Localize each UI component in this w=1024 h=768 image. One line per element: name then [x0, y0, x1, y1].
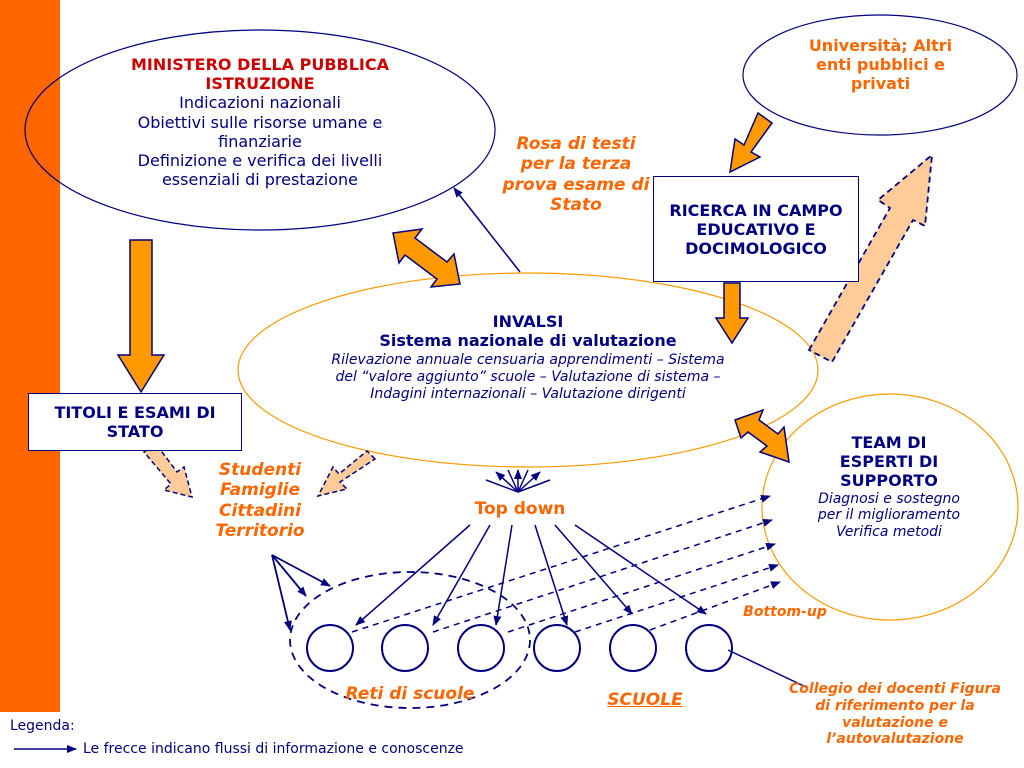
- dashed-arrow-to-universita: [807, 152, 934, 364]
- school-circle: [457, 624, 505, 672]
- arrow-ricerca-invalsi: [714, 282, 750, 345]
- double-arrow-ministero-invalsi: [392, 228, 461, 288]
- universita-text: Università; Altri enti pubblici e privat…: [808, 36, 953, 94]
- bottom-up-label: Bottom-up: [743, 604, 827, 620]
- team-description: Diagnosi e sostegno per il miglioramento…: [817, 490, 961, 541]
- top-down-fan: [485, 469, 551, 493]
- team-ellipse: [761, 393, 1019, 621]
- legend-text: Le frecce indicano flussi di informazion…: [83, 741, 464, 757]
- invalsi-subtitle: Sistema nazionale di valutazione: [379, 331, 677, 351]
- double-arrow-invalsi-team: [734, 408, 790, 464]
- team-text: TEAM DI ESPERTI DI SUPPORTO Diagnosi e s…: [812, 433, 966, 541]
- reti-label: Reti di scuole: [345, 684, 475, 704]
- scuole-label: SCUOLE: [607, 690, 683, 710]
- studenti-text: Studenti Famiglie Cittadini Territorio: [215, 460, 305, 542]
- dashed-arrow-titoli-studenti: [142, 442, 194, 499]
- school-circle: [685, 624, 733, 672]
- ministero-ellipse: [24, 29, 496, 231]
- ministero-line2: Obiettivi sulle risorse umane e finanzia…: [137, 112, 383, 151]
- invalsi-description: Rilevazione annuale censuaria apprendime…: [331, 352, 725, 402]
- ricerca-text: RICERCA IN CAMPO EDUCATIVO E DOCIMOLOGIC…: [669, 200, 843, 258]
- top-down-label: Top down: [474, 499, 566, 519]
- titoli-box: TITOLI E ESAMI DI STATO: [28, 393, 242, 451]
- collegio-text: Collegio dei docenti Figura di riferimen…: [789, 681, 1001, 748]
- school-circle: [306, 624, 354, 672]
- dashed-arrow-invalsi-studenti: [316, 449, 377, 498]
- school-circle: [533, 624, 581, 672]
- invalsi-text: INVALSI Sistema nazionale di valutazione…: [330, 312, 726, 403]
- invalsi-title: INVALSI: [492, 312, 564, 331]
- ministero-text: MINISTERO DELLA PUBBLICA ISTRUZIONE Indi…: [100, 55, 420, 189]
- left-accent-bar: [0, 0, 60, 712]
- school-circle: [381, 624, 429, 672]
- team-title: TEAM DI ESPERTI DI SUPPORTO: [839, 433, 939, 491]
- arrow-invalsi-ministero: [453, 187, 521, 273]
- studenti-arrows: [271, 554, 331, 631]
- reti-dashed-ellipse: [289, 571, 531, 709]
- arrow-ministero-titoli: [116, 239, 166, 394]
- top-down-arrows: [355, 524, 707, 626]
- ministero-line3: Definizione e verifica dei livelli essen…: [137, 150, 383, 190]
- bottom-up-arrows: [351, 494, 781, 633]
- ricerca-box: RICERCA IN CAMPO EDUCATIVO E DOCIMOLOGIC…: [653, 176, 859, 282]
- rosa-text: Rosa di testi per la terza prova esame d…: [502, 134, 650, 216]
- ministero-line1: Indicazioni nazionali: [179, 93, 341, 113]
- collegio-pointer: [727, 649, 809, 689]
- invalsi-ellipse: [237, 272, 819, 468]
- arrow-universita-ricerca: [729, 111, 774, 174]
- universita-ellipse: [742, 14, 1018, 136]
- titoli-text: TITOLI E ESAMI DI STATO: [54, 403, 216, 441]
- ministero-title: MINISTERO DELLA PUBBLICA ISTRUZIONE: [130, 55, 389, 94]
- legend-title: Legenda:: [10, 718, 75, 734]
- school-circle: [609, 624, 657, 672]
